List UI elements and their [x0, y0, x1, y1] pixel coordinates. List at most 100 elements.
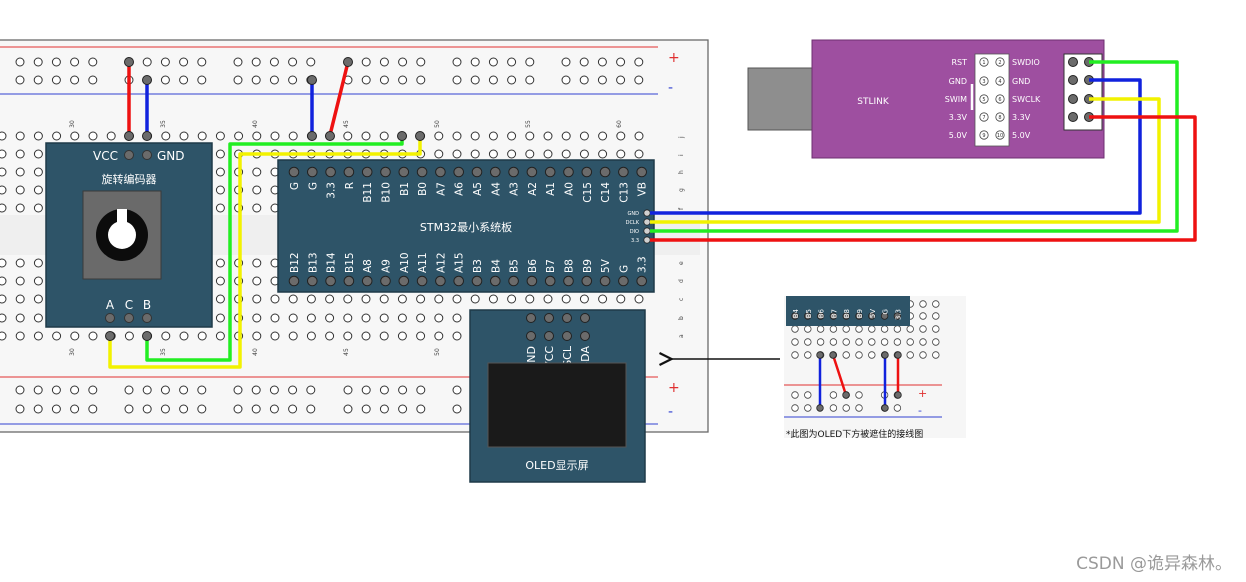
rail-hole	[416, 385, 426, 395]
terminal-hole	[361, 294, 371, 304]
terminal-hole	[325, 294, 335, 304]
oled-title: OLED显示屏	[525, 459, 588, 472]
terminal-hole	[488, 131, 498, 141]
terminal-hole	[179, 131, 189, 141]
inset-wire-red-diagonal	[831, 354, 848, 396]
terminal-hole	[434, 131, 444, 141]
stm32-bottom-pin-label: A8	[362, 259, 374, 273]
terminal-hole	[470, 294, 480, 304]
rail-hole	[597, 75, 607, 85]
rail-hole	[233, 404, 243, 414]
rail-hole	[197, 385, 207, 395]
rail-hole	[488, 57, 498, 67]
stm32-top-pin-label: VB	[637, 182, 649, 196]
rail-hole	[343, 404, 353, 414]
terminal-hole	[15, 258, 25, 268]
column-number-top: 35	[160, 120, 167, 128]
terminal-hole	[70, 131, 80, 141]
rail-hole	[452, 75, 462, 85]
rail-hole	[70, 57, 80, 67]
column-number-bottom: 35	[160, 348, 167, 356]
terminal-hole	[252, 185, 262, 195]
stm32-top-pin-label: A5	[472, 182, 484, 196]
rail-hole	[452, 57, 462, 67]
stlink-left-label: 5.0V	[949, 131, 968, 140]
terminal-hole	[452, 294, 462, 304]
stm32-swd-pin-label: 3.3	[631, 238, 639, 244]
terminal-hole	[634, 294, 644, 304]
rail-hole	[15, 57, 25, 67]
terminal-hole	[470, 131, 480, 141]
stlink-left-label: RST	[951, 58, 967, 67]
rail-hole	[525, 75, 535, 85]
terminal-hole	[0, 313, 7, 323]
stlink-pin-number: 4	[998, 79, 1001, 85]
wire-end-pin	[105, 331, 115, 341]
rail-hole	[251, 404, 261, 414]
terminal-hole	[88, 131, 98, 141]
wire-end-pin	[397, 131, 407, 141]
stm32-bottom-pin	[325, 275, 336, 287]
encoder-pin-c-label: C	[125, 298, 133, 312]
rail-bottom-plus: +	[668, 380, 680, 396]
terminal-hole	[416, 331, 426, 341]
stlink-title: STLINK	[857, 97, 890, 107]
inset-hole	[932, 312, 940, 320]
terminal-hole	[634, 149, 644, 159]
stlink-pin-number-circle	[979, 130, 989, 140]
terminal-hole	[215, 203, 225, 213]
terminal-hole	[197, 131, 207, 141]
stm32-top-pin-label: B0	[417, 182, 429, 196]
terminal-hole	[488, 149, 498, 159]
inset-pin	[791, 312, 799, 320]
rail-hole	[160, 75, 170, 85]
stlink-pin-number: 8	[998, 115, 1001, 121]
stm32-swd-pin	[643, 209, 651, 217]
terminal-hole	[215, 149, 225, 159]
terminal-hole	[15, 131, 25, 141]
wire-end-pin	[142, 331, 152, 341]
inset-hole	[791, 404, 799, 412]
rail-hole	[197, 57, 207, 67]
stm32-bottom-pin	[599, 275, 611, 287]
rail-hole	[179, 385, 189, 395]
rail-hole	[361, 75, 371, 85]
terminal-hole	[252, 203, 262, 213]
stm32-swd-pin-label: DIO	[630, 229, 639, 235]
column-number-top: 30	[69, 120, 76, 128]
inset-pin	[868, 312, 876, 320]
terminal-hole	[598, 149, 608, 159]
terminal-hole	[215, 167, 225, 177]
stlink-pin-number-circle	[995, 130, 1005, 140]
inset-hole	[816, 325, 825, 333]
inset-pin	[880, 312, 889, 320]
terminal-hole	[252, 131, 262, 141]
oled-pin	[562, 313, 572, 323]
terminal-hole	[252, 313, 262, 323]
stm32-swd-pin	[643, 227, 651, 235]
stm32-bottom-pin	[581, 275, 593, 287]
inset-hole	[919, 325, 927, 333]
wire-end-pin	[325, 131, 335, 141]
rail-hole	[379, 57, 389, 67]
rail-hole	[306, 385, 316, 395]
wire-endpoints	[105, 57, 425, 341]
terminal-hole	[416, 294, 426, 304]
inset-pin-label: B4	[792, 308, 800, 318]
stm32-bottom-pin-label: B6	[527, 259, 539, 273]
terminal-hole	[434, 294, 444, 304]
inset-pin-label: B7	[830, 309, 838, 318]
terminal-hole	[15, 331, 25, 341]
wire-end-pin	[124, 57, 134, 67]
inset-pin-label: 3.3	[894, 309, 902, 320]
terminal-hole	[525, 131, 535, 141]
stm32-top-pin-label: B11	[362, 182, 374, 203]
rail-hole	[142, 385, 152, 395]
stlink-pin-number-circle	[979, 76, 989, 86]
terminal-hole	[361, 131, 371, 141]
terminal-hole	[215, 131, 225, 141]
rail-hole	[616, 57, 626, 67]
inset-rail-plus: +	[918, 387, 927, 400]
